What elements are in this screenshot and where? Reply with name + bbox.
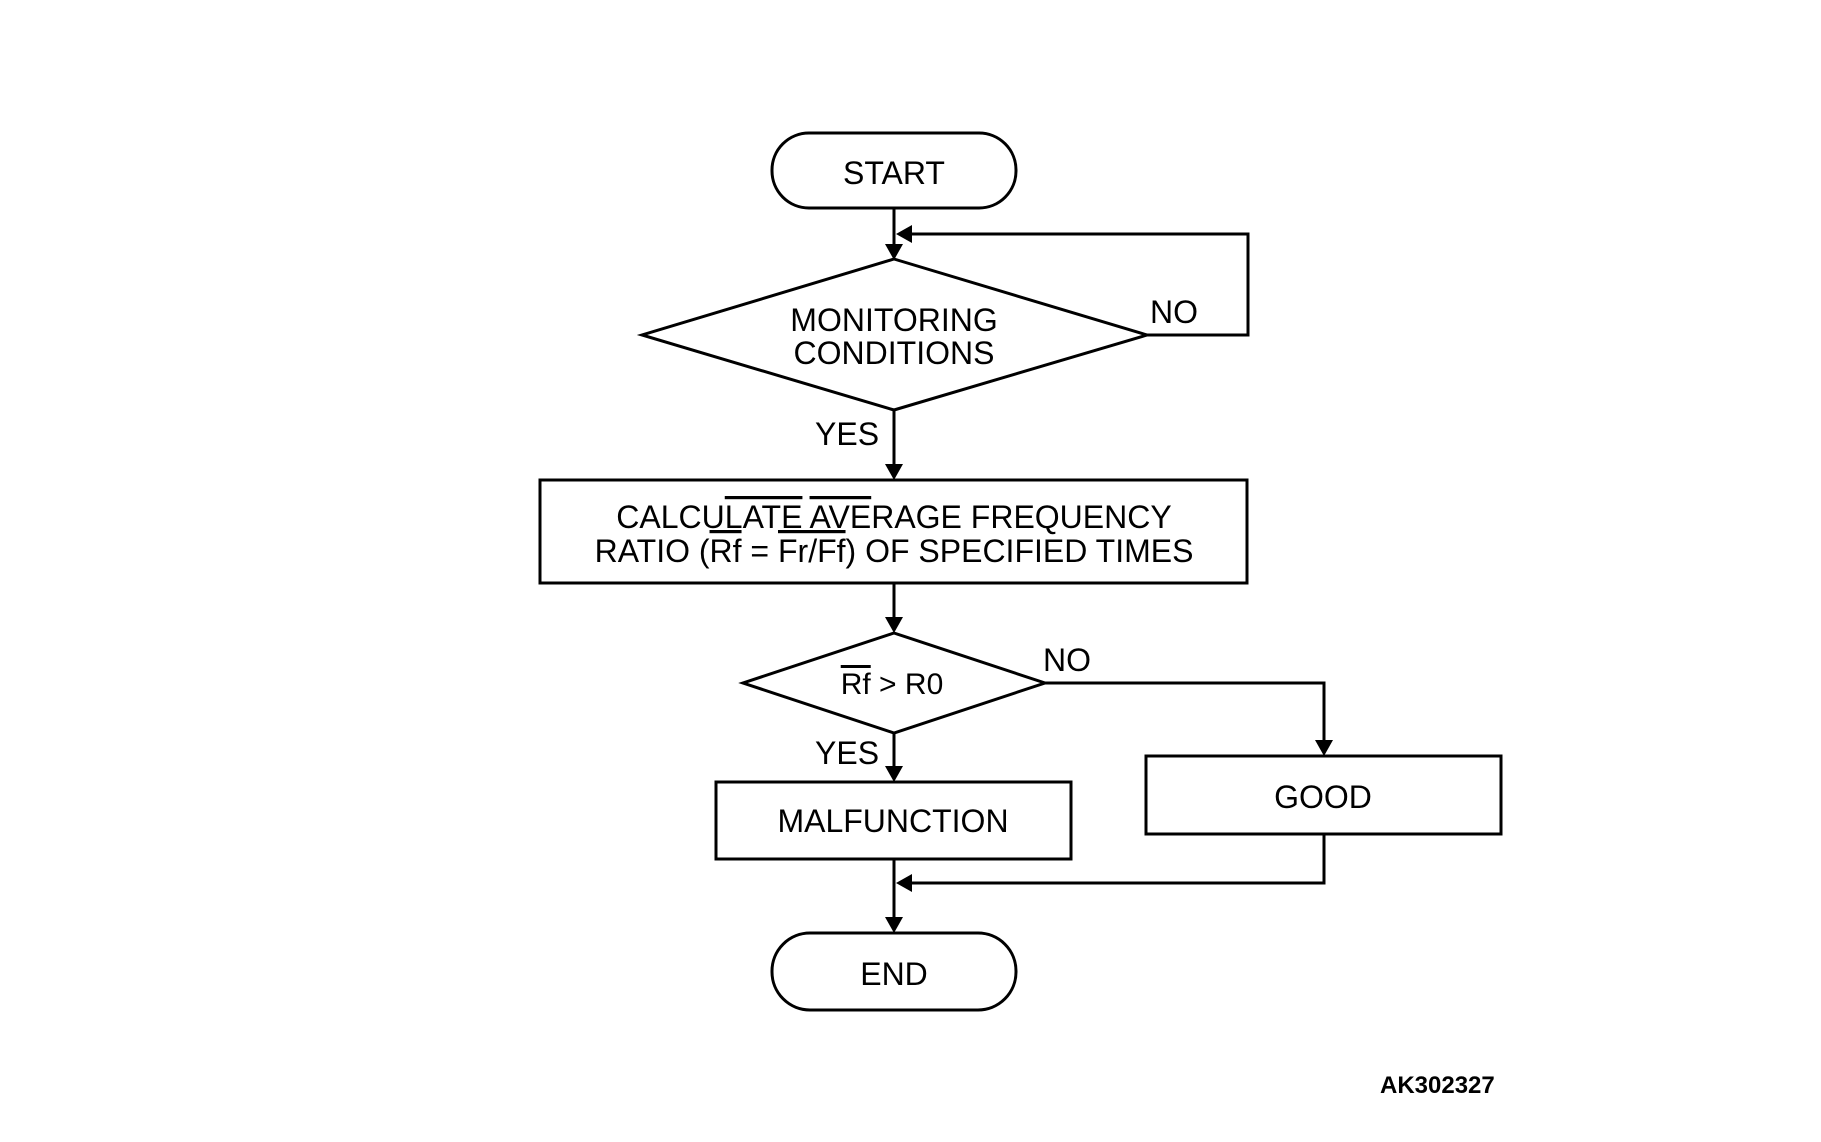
- monitoring-yes-label: YES: [815, 416, 879, 452]
- monitoring-no-label: NO: [1150, 294, 1198, 330]
- monitoring-line1: MONITORING: [790, 302, 997, 338]
- ratio-no-label: NO: [1043, 642, 1091, 678]
- figure-code: AK302327: [1380, 1072, 1495, 1099]
- calculate-line1: CALCULATE AVERAGE FREQUENCY: [616, 499, 1171, 535]
- arrowhead-no-loop: [896, 225, 912, 243]
- arrowhead-into-ratio: [885, 617, 903, 633]
- malfunction-label: MALFUNCTION: [777, 803, 1008, 839]
- monitoring-no-loop: [910, 232, 1250, 337]
- arrowhead-into-good: [1315, 740, 1333, 756]
- arrowhead-into-calculate: [885, 464, 903, 480]
- calculate-line2-part-e: ) OF SPECIFIED TIMES: [846, 533, 1194, 569]
- ratio-no-branch: [1045, 681, 1326, 740]
- calculate-line2-rf: Rf: [710, 533, 742, 569]
- ratio-yes-label: YES: [815, 735, 879, 771]
- end-label: END: [860, 956, 928, 992]
- calculate-line1-part-b: LATE: [725, 499, 803, 535]
- ratio-rf: Rf: [841, 668, 872, 701]
- calculate-line2-part-a: RATIO (: [595, 533, 710, 569]
- calculate-line1-part-c: [802, 499, 809, 535]
- arrowhead-into-end: [885, 917, 903, 933]
- calculate-line2: RATIO (Rf = Fr/Ff) OF SPECIFIED TIMES: [595, 533, 1194, 569]
- arrowhead-into-monitoring: [885, 244, 903, 260]
- calculate-line1-part-a: CALCU: [616, 499, 724, 535]
- good-box: [1144, 754, 1503, 836]
- ratio-rest: > R0: [871, 668, 944, 701]
- malfunction-box: [714, 780, 1073, 861]
- monitoring-line2: CONDITIONS: [794, 335, 995, 371]
- calculate-process-box: [538, 478, 1249, 585]
- arrowhead-into-malfunction: [885, 766, 903, 782]
- calculate-line1-part-e: RAGE FREQUENCY: [871, 499, 1171, 535]
- start-label: START: [843, 155, 945, 191]
- arrowhead-good-merge: [896, 874, 912, 892]
- calculate-line1-part-d: AVE: [810, 499, 872, 535]
- good-label: GOOD: [1274, 779, 1372, 815]
- calculate-line2-part-c: =: [742, 533, 778, 569]
- ratio-decision-label: Rf > R0: [841, 668, 944, 701]
- calculate-line2-frff: Fr/Ff: [778, 533, 846, 569]
- good-merge-line: [910, 834, 1326, 885]
- end-terminal: [770, 931, 1018, 1012]
